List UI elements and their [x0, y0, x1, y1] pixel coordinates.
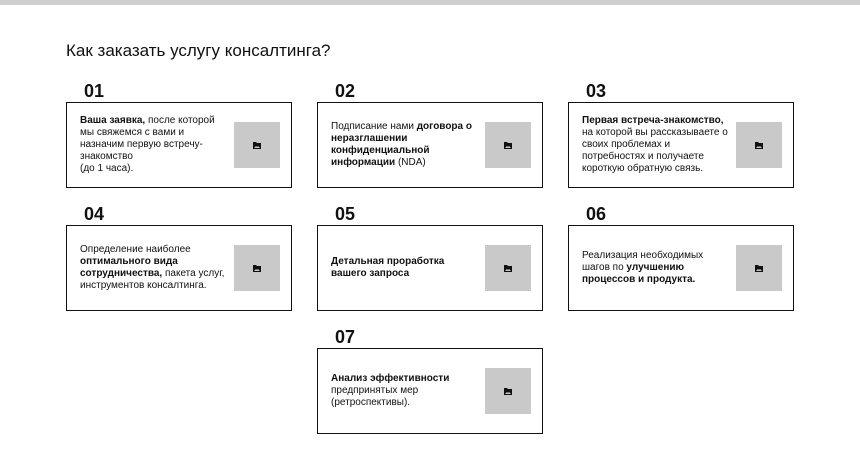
image-placeholder-icon [755, 264, 763, 272]
image-placeholder-icon [504, 387, 512, 395]
step-text-04: Определение наиболее оптимального вида с… [80, 244, 230, 292]
step-card-07: Анализ эффективности предпринятых мер (р… [317, 348, 543, 434]
step-text-03: Первая встреча-знакомство, на которой вы… [582, 115, 732, 175]
step-text-01: Ваша заявка, после которой мы свяжемся с… [80, 115, 230, 175]
image-placeholder-icon [504, 141, 512, 149]
step-card-03: Первая встреча-знакомство, на которой вы… [568, 102, 794, 188]
image-placeholder-icon [253, 141, 261, 149]
step-image-03 [736, 122, 782, 168]
step-text-segment: Анализ эффективности [331, 373, 450, 384]
step-image-01 [234, 122, 280, 168]
step-card-04: Определение наиболее оптимального вида с… [66, 225, 292, 311]
step-text-segment: предпринятых мер (ретроспективы). [331, 385, 419, 408]
step-number-01: 01 [84, 81, 105, 101]
step-text-05: Детальная проработка вашего запроса [331, 256, 481, 280]
step-text-segment: улучшению процессов и продукта. [582, 262, 696, 285]
page-title: Как заказать услугу консалтинга? [66, 41, 331, 60]
step-text-segment: на которой вы рассказываете о своих проб… [582, 127, 728, 174]
step-text-segment: Определение наиболее [80, 244, 191, 255]
step-image-05 [485, 245, 531, 291]
step-text-segment: пакета услуг, инструментов консалтинга. [80, 268, 225, 291]
step-text-07: Анализ эффективности предпринятых мер (р… [331, 373, 481, 409]
image-placeholder-icon [253, 264, 261, 272]
step-number-02: 02 [335, 81, 356, 101]
image-placeholder-icon [504, 264, 512, 272]
top-bar [0, 0, 860, 5]
step-text-06: Реализация необходимых шагов по улучшени… [582, 250, 732, 286]
step-image-04 [234, 245, 280, 291]
step-image-07 [485, 368, 531, 414]
step-image-02 [485, 122, 531, 168]
step-text-segment: договора о неразглашении конфиденциально… [331, 121, 472, 168]
step-card-02: Подписание нами договора о неразглашении… [317, 102, 543, 188]
step-card-01: Ваша заявка, после которой мы свяжемся с… [66, 102, 292, 188]
step-text-segment: Реализация необходимых шагов по [582, 250, 704, 273]
step-text-segment: Подписание нами [331, 121, 417, 132]
step-number-04: 04 [84, 204, 105, 224]
step-number-05: 05 [335, 204, 356, 224]
step-card-06: Реализация необходимых шагов по улучшени… [568, 225, 794, 311]
step-text-segment: оптимального вида сотрудничества, [80, 256, 178, 279]
step-number-03: 03 [586, 81, 607, 101]
step-number-07: 07 [335, 327, 356, 347]
step-number-06: 06 [586, 204, 607, 224]
step-text-segment: (NDA) [395, 157, 426, 168]
step-text-segment: Первая встреча-знакомство, [582, 115, 724, 126]
step-card-05: Детальная проработка вашего запроса [317, 225, 543, 311]
image-placeholder-icon [755, 141, 763, 149]
step-image-06 [736, 245, 782, 291]
step-text-02: Подписание нами договора о неразглашении… [331, 121, 481, 169]
step-text-segment: Детальная проработка вашего запроса [331, 256, 445, 279]
step-text-segment: (до 1 часа). [80, 163, 134, 174]
step-text-segment: Ваша заявка, [80, 115, 146, 126]
step-text-segment: после которой мы свяжемся с вами и назна… [80, 115, 215, 162]
